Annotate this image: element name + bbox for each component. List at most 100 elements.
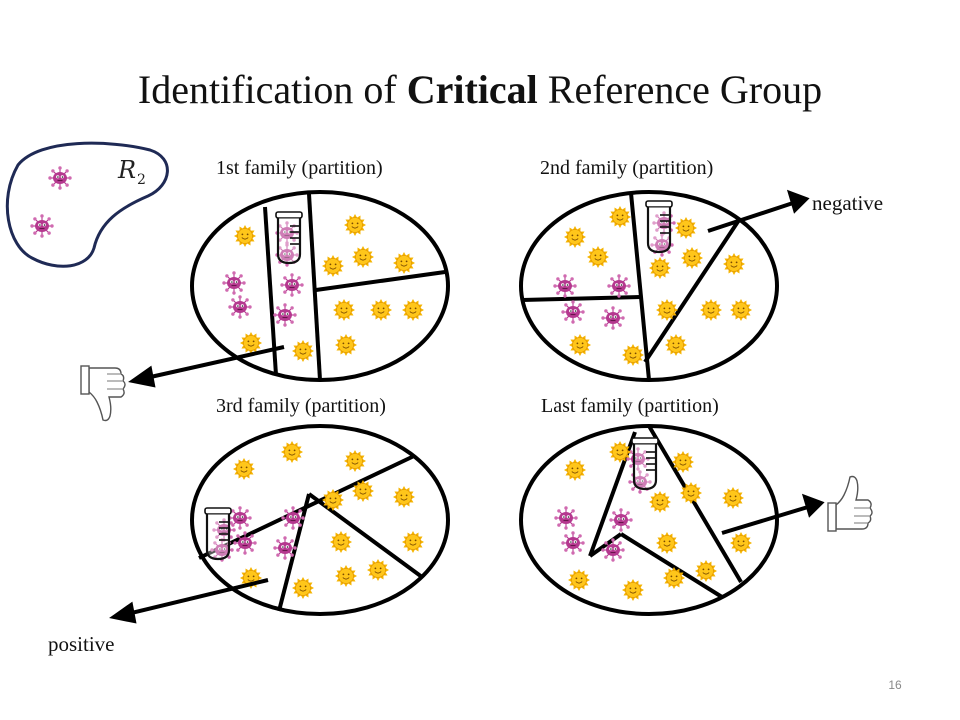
sun-icon <box>343 213 367 237</box>
sun-icon <box>648 256 672 280</box>
sun-icon <box>291 339 315 363</box>
sun-icon <box>291 576 315 600</box>
sun-icon <box>334 564 358 588</box>
thumbs-up-icon <box>827 475 873 532</box>
page-number: 16 <box>888 678 902 692</box>
sun-icon <box>233 224 257 248</box>
reference-set-outline <box>5 141 169 268</box>
sun-icon <box>722 252 746 276</box>
sun-icon <box>321 254 345 278</box>
partition-line <box>647 424 743 584</box>
partition-3-diagram <box>190 424 450 616</box>
arrow-icon <box>126 578 269 616</box>
arrow-icon <box>128 365 156 388</box>
sun-icon <box>351 245 375 269</box>
sun-icon <box>563 225 587 249</box>
partition-line <box>307 193 322 381</box>
virus-icon <box>279 272 305 298</box>
sun-icon <box>648 490 672 514</box>
title-suffix: Reference Group <box>537 67 823 112</box>
partition-line <box>277 493 311 612</box>
partition-label-3: 3rd family (partition) <box>216 395 386 417</box>
partition-line <box>643 218 741 364</box>
virus-icon <box>29 213 55 239</box>
sun-icon <box>608 205 632 229</box>
partition-4-diagram <box>519 424 779 616</box>
test-tube-icon <box>644 199 674 254</box>
virus-icon <box>272 535 298 561</box>
test-tube-icon <box>630 436 660 491</box>
virus-icon <box>608 507 634 533</box>
arrow-icon <box>707 201 794 233</box>
virus-icon <box>280 505 306 531</box>
sun-icon <box>729 531 753 555</box>
virus-icon <box>227 505 253 531</box>
sun-icon <box>674 216 698 240</box>
partition-2-diagram <box>519 190 779 382</box>
partition-label-4: Last family (partition) <box>541 395 719 417</box>
arrow-icon <box>145 345 285 380</box>
title-bold: Critical <box>406 67 538 112</box>
partition-line <box>619 532 724 599</box>
sun-icon <box>563 458 587 482</box>
partition-1-diagram <box>190 190 450 382</box>
sun-icon <box>232 457 256 481</box>
sun-icon <box>280 440 304 464</box>
sun-icon <box>621 578 645 602</box>
negative-label: negative <box>812 191 884 215</box>
arrow-icon <box>801 493 825 518</box>
title-prefix: Identification of <box>137 67 407 112</box>
test-tube-icon <box>203 506 233 561</box>
sun-icon <box>729 298 753 322</box>
test-tube-icon <box>274 210 304 265</box>
sun-icon <box>680 246 704 270</box>
partition-label-2: 2nd family (partition) <box>540 157 714 179</box>
partition-line <box>629 192 651 381</box>
sun-icon <box>567 568 591 592</box>
sun-icon <box>401 530 425 554</box>
virus-icon <box>600 537 626 563</box>
arrow-icon <box>109 601 137 624</box>
virus-icon <box>227 294 253 320</box>
virus-icon <box>47 165 73 191</box>
sun-icon <box>401 298 425 322</box>
reference-set-subscript: 2 <box>137 172 146 188</box>
reference-set-label: R <box>117 156 136 184</box>
sun-icon <box>721 486 745 510</box>
sun-icon <box>329 530 353 554</box>
sun-icon <box>369 298 393 322</box>
sun-icon <box>392 251 416 275</box>
partition-line <box>315 270 446 292</box>
virus-icon <box>560 530 586 556</box>
partition-label-1: 1st family (partition) <box>216 157 383 179</box>
partition-line <box>263 206 278 376</box>
sun-icon <box>332 298 356 322</box>
sun-icon <box>334 333 358 357</box>
sun-icon <box>664 333 688 357</box>
arrow-icon <box>721 505 809 535</box>
page-title: Identification of Critical Reference Gro… <box>0 66 960 113</box>
sun-icon <box>568 333 592 357</box>
virus-icon <box>552 273 578 299</box>
thumbs-down-icon <box>80 365 126 422</box>
virus-icon <box>232 530 258 556</box>
sun-icon <box>621 343 645 367</box>
sun-icon <box>694 559 718 583</box>
arrow-icon <box>786 189 810 214</box>
partition-line <box>588 532 623 558</box>
virus-icon <box>553 505 579 531</box>
sun-icon <box>366 558 390 582</box>
virus-icon <box>221 270 247 296</box>
positive-label: positive <box>48 632 115 656</box>
virus-icon <box>272 302 298 328</box>
sun-icon <box>586 245 610 269</box>
sun-icon <box>343 449 367 473</box>
partition-line <box>307 492 424 579</box>
sun-icon <box>655 531 679 555</box>
virus-icon <box>560 299 586 325</box>
sun-icon <box>392 485 416 509</box>
virus-icon <box>606 273 632 299</box>
sun-icon <box>699 298 723 322</box>
population-ellipse <box>190 424 450 616</box>
